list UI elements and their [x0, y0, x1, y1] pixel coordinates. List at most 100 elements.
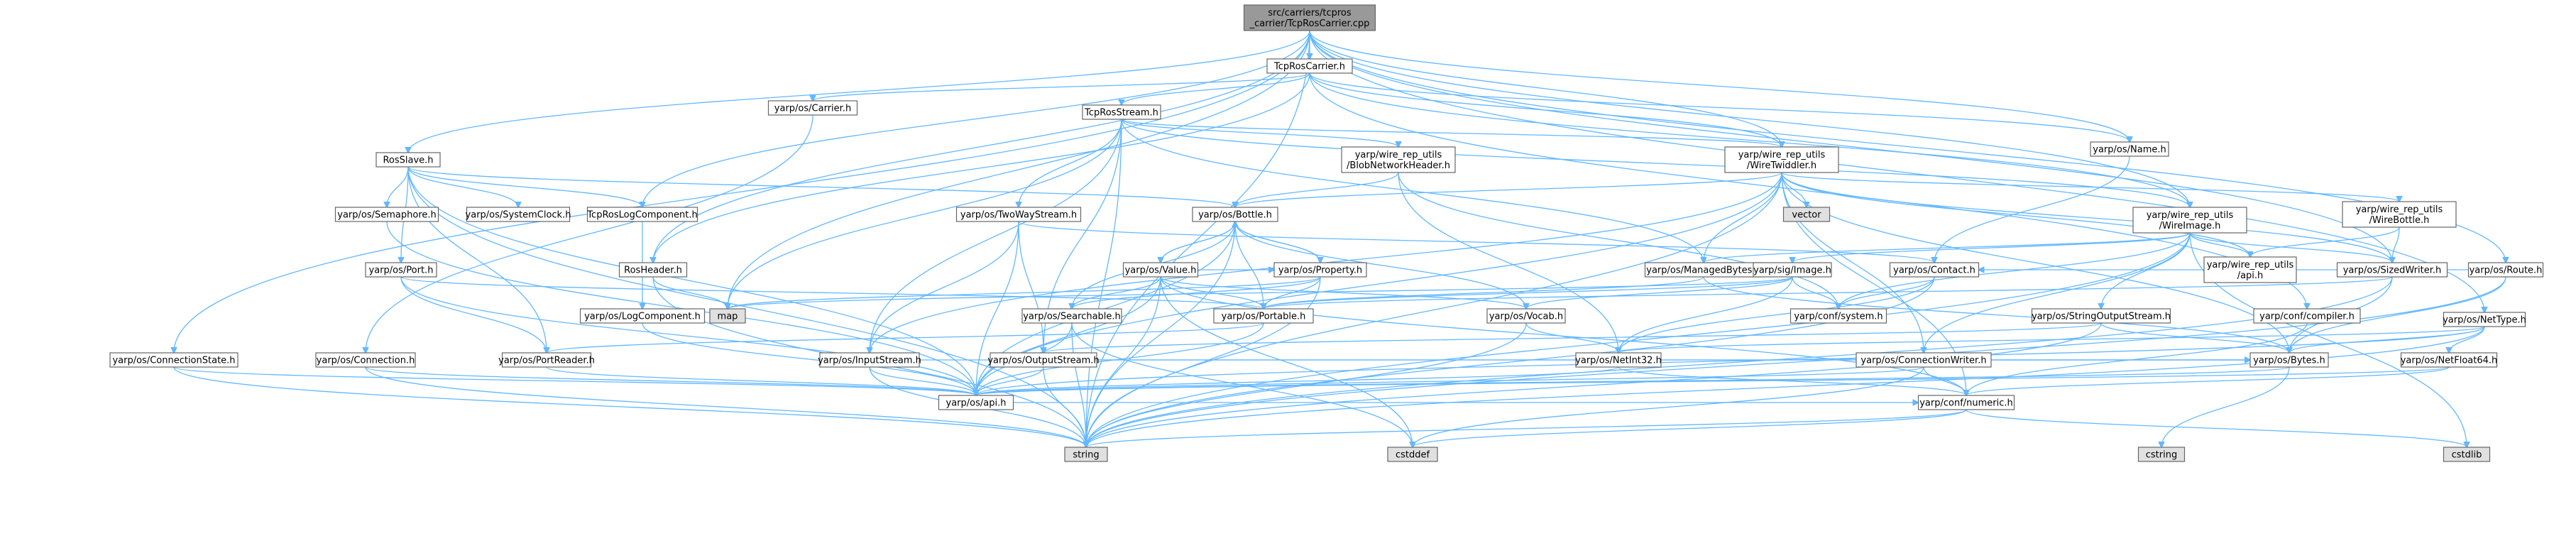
node-label-property: yarp/os/Property.h [1278, 266, 1362, 276]
node-twiddler[interactable]: yarp/wire_rep_utils/WireTwiddler.h [1724, 146, 1839, 173]
node-twoway[interactable]: yarp/os/TwoWayStream.h [955, 207, 1082, 222]
node-name[interactable]: yarp/os/Name.h [2090, 141, 2169, 157]
node-compiler[interactable]: yarp/conf/compiler.h [2253, 308, 2361, 324]
node-sizedwriter[interactable]: yarp/os/SizedWriter.h [2336, 262, 2448, 278]
node-label-blob: yarp/wire_rep_utils [1355, 150, 1442, 160]
node-stream[interactable]: TcpRosStream.h [1082, 104, 1161, 120]
node-searchable[interactable]: yarp/os/Searchable.h [1021, 308, 1122, 324]
node-box-searchable [1021, 308, 1122, 324]
node-wireimage[interactable]: yarp/wire_rep_utils/WireImage.h [2132, 207, 2247, 234]
edge-sizedwriter-to-portable [1264, 276, 2393, 309]
node-bottle[interactable]: yarp/os/Bottle.h [1192, 207, 1278, 222]
edge-wireimage-to-confsystem [1838, 232, 2191, 309]
node-netfloat64[interactable]: yarp/os/NetFloat64.h [2401, 352, 2498, 368]
node-rosslave[interactable]: RosSlave.h [376, 152, 441, 168]
node-root[interactable]: src/carriers/tcpros_carrier/TcpRosCarrie… [1243, 4, 1376, 31]
node-box-route [2467, 262, 2544, 278]
node-tcprosh[interactable]: TcpRosCarrier.h [1266, 58, 1353, 74]
node-label-confsystem: yarp/conf/system.h [1794, 312, 1882, 322]
node-portable[interactable]: yarp/os/Portable.h [1213, 308, 1314, 324]
node-label-compiler: yarp/conf/compiler.h [2259, 312, 2355, 322]
node-box-wirebottle [2342, 201, 2457, 228]
node-property[interactable]: yarp/os/Property.h [1273, 262, 1367, 278]
node-portreader[interactable]: yarp/os/PortReader.h [498, 352, 595, 368]
node-box-cstring [2137, 447, 2186, 462]
edge-value-to-bottle [1160, 221, 1235, 263]
edge-netint32-to-numeric [1618, 366, 1966, 395]
edge-twiddler-to-wireapi [1781, 172, 2250, 257]
edge-connwriter-to-cstddef [1413, 366, 1924, 447]
node-box-cstddef [1387, 447, 1438, 462]
node-label-carrier: yarp/os/Carrier.h [774, 104, 851, 114]
node-label-twiddler: yarp/wire_rep_utils [1738, 150, 1826, 160]
node-stringout[interactable]: yarp/os/StringOutputStream.h [2031, 308, 2171, 324]
node-string[interactable]: string [1064, 447, 1108, 462]
node-inputstream[interactable]: yarp/os/InputStream.h [818, 352, 921, 368]
node-cstddef[interactable]: cstddef [1387, 447, 1438, 462]
node-rosheader[interactable]: RosHeader.h [618, 262, 688, 278]
edge-value-to-string [1086, 276, 1161, 447]
node-box-semaphore [334, 207, 439, 222]
node-vector[interactable]: vector [1782, 207, 1831, 222]
node-connstate[interactable]: yarp/os/ConnectionState.h [109, 352, 239, 368]
node-contact[interactable]: yarp/os/Contact.h [1889, 262, 1980, 278]
node-box-rosheader [618, 262, 688, 278]
edge-root-to-rosheader [653, 30, 1310, 263]
node-vocab[interactable]: yarp/os/Vocab.h [1486, 308, 1566, 324]
node-label-vocab: yarp/os/Vocab.h [1489, 312, 1563, 322]
node-blob[interactable]: yarp/wire_rep_utils/BlobNetworkHeader.h [1341, 146, 1456, 173]
node-value[interactable]: yarp/os/Value.h [1122, 262, 1199, 278]
edge-connwriter-to-numeric [1923, 366, 1966, 395]
node-api[interactable]: yarp/os/api.h [938, 395, 1014, 410]
node-box-logcomp [579, 308, 706, 324]
node-connection[interactable]: yarp/os/Connection.h [315, 352, 416, 368]
node-box-inputstream [819, 352, 920, 368]
edge-outputstream-to-string [1043, 366, 1086, 447]
edge-rosslave-to-api [407, 166, 976, 395]
node-cstdlib[interactable]: cstdlib [2443, 447, 2491, 462]
edge-searchable-to-string [1071, 322, 1086, 447]
node-carrier[interactable]: yarp/os/Carrier.h [767, 100, 858, 116]
node-label-cstring: cstring [2146, 450, 2177, 461]
edge-tcprosh-to-twiddler [1309, 72, 1782, 147]
edge-twiddler-to-api [976, 172, 1782, 395]
node-port[interactable]: yarp/os/Port.h [365, 262, 437, 278]
edge-property-to-searchable [1072, 276, 1321, 309]
node-wirebottle[interactable]: yarp/wire_rep_utils/WireBottle.h [2342, 201, 2457, 228]
node-wireapi[interactable]: yarp/wire_rep_utils/api.h [2203, 256, 2297, 283]
edge-contact-to-netint32 [1618, 276, 1935, 353]
node-logcomp[interactable]: yarp/os/LogComponent.h [579, 308, 706, 324]
node-box-vector [1782, 207, 1831, 222]
edge-twiddler-to-bottle [1235, 172, 1782, 207]
node-confsystem[interactable]: yarp/conf/system.h [1790, 308, 1887, 324]
edge-nettype-to-netfloat64 [2449, 326, 2485, 353]
node-box-stringout [2031, 308, 2171, 324]
edge-bytes-to-cstring [2161, 366, 2290, 447]
node-cstring[interactable]: cstring [2137, 447, 2186, 462]
edge-blob-to-netint32 [1398, 172, 1618, 353]
node-netint32[interactable]: yarp/os/NetInt32.h [1575, 352, 1662, 368]
node-nettype[interactable]: yarp/os/NetType.h [2443, 312, 2526, 327]
node-label-inputstream: yarp/os/InputStream.h [818, 356, 921, 366]
node-semaphore[interactable]: yarp/os/Semaphore.h [334, 207, 439, 222]
node-box-portreader [501, 352, 592, 368]
node-managedbytes[interactable]: yarp/os/ManagedBytes.h [1644, 262, 1763, 278]
edge-wirebottle-to-wireapi [2250, 226, 2400, 257]
node-label-wireapi: yarp/wire_rep_utils [2207, 260, 2294, 270]
node-connwriter[interactable]: yarp/os/ConnectionWriter.h [1856, 352, 1992, 368]
node-sysclock[interactable]: yarp/os/SystemClock.h [466, 207, 571, 222]
edge-wirebottle-to-sizedwriter [2392, 226, 2400, 263]
node-numeric[interactable]: yarp/conf/numeric.h [1917, 395, 2015, 410]
node-box-rosslave [376, 152, 441, 168]
node-outputstream[interactable]: yarp/os/OutputStream.h [987, 352, 1100, 368]
node-tcpros_log[interactable]: TcpRosLogComponent.h [586, 207, 698, 222]
node-sigimage[interactable]: yarp/sig/Image.h [1753, 262, 1832, 278]
node-map[interactable]: map [709, 308, 746, 324]
edge-rosslave-to-bottle [407, 166, 1235, 207]
node-label-portable: yarp/os/Portable.h [1222, 312, 1306, 322]
node-bytes[interactable]: yarp/os/Bytes.h [2249, 352, 2329, 368]
node-label-numeric: yarp/conf/numeric.h [1919, 398, 2013, 409]
node-route[interactable]: yarp/os/Route.h [2467, 262, 2544, 278]
node-label-name: yarp/os/Name.h [2093, 145, 2166, 155]
